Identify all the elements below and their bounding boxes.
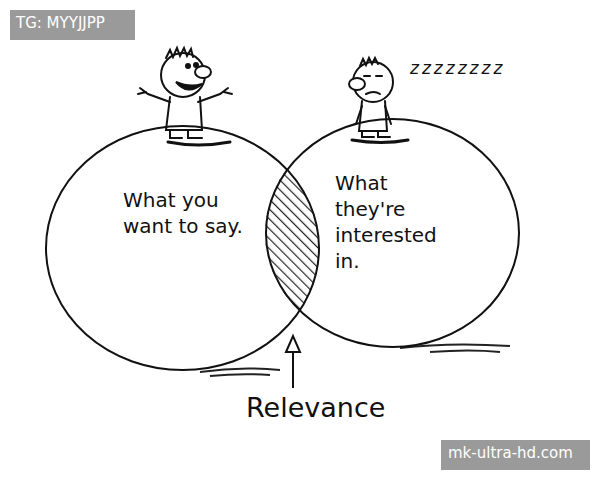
venn-circle: What they're interested in. [265,118,520,348]
watermark-text: mk-ultra-hd.com [448,444,573,462]
sleeping-man [349,58,408,143]
relevance-hatch [265,118,519,348]
venn-circle: What you want to say. [45,125,320,371]
watermark-panel [441,440,590,470]
circle-text: What they're interested in. [335,170,450,274]
watermark-panel [10,10,135,40]
relevance-label: Relevance [246,392,385,423]
watermark-text: TG: MYYJJPP [16,14,105,32]
ground-shadow [200,368,280,376]
leader-arrow [286,336,300,388]
sleep-sound: zzzzzzzz [410,58,505,78]
circle-text: What you want to say. [123,187,243,239]
circle-outline [45,125,320,371]
